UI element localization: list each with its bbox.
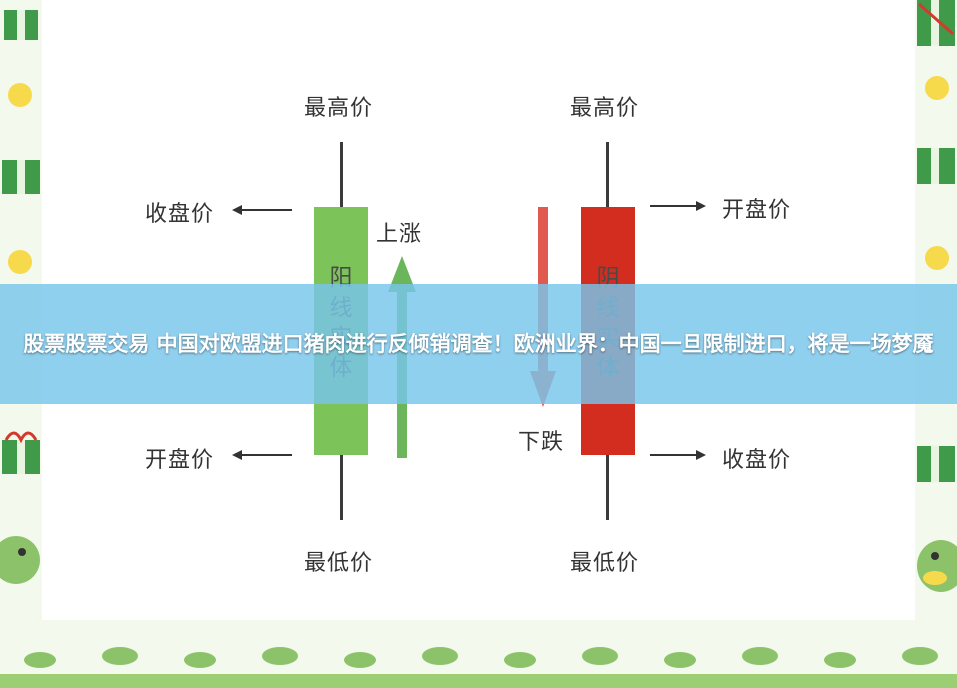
- frog-icon: [917, 540, 957, 592]
- gift-icon: [2, 431, 40, 474]
- frog-icon: [0, 536, 40, 584]
- bottom-decorative-border: [0, 620, 957, 688]
- fall-label: 下跌: [518, 430, 565, 455]
- rise-label: 上涨: [376, 222, 423, 247]
- left-open-arrow: [232, 450, 292, 460]
- gift-icon: [917, 446, 955, 482]
- right-close-arrow: [650, 450, 706, 460]
- sun-icon: [925, 246, 949, 270]
- right-upper-wick: [606, 142, 609, 207]
- right-close-label: 收盘价: [722, 448, 792, 473]
- right-low-label: 最低价: [570, 551, 640, 576]
- sprout-icon: [24, 647, 938, 668]
- sun-icon: [925, 76, 949, 100]
- right-lower-wick: [606, 455, 609, 520]
- left-open-label: 开盘价: [145, 448, 215, 473]
- gift-icon: [917, 0, 955, 46]
- right-open-arrow: [650, 201, 706, 211]
- article-title[interactable]: 股票股票交易 中国对欧盟进口猪肉进行反倾销调查！欧洲业界：中国一旦限制进口，将是…: [23, 332, 934, 356]
- sun-icon: [8, 83, 32, 107]
- gift-icon: [917, 148, 955, 184]
- left-close-label: 收盘价: [145, 202, 215, 227]
- right-open-label: 开盘价: [722, 198, 792, 223]
- title-banner: 股票股票交易 中国对欧盟进口猪肉进行反倾销调查！欧洲业界：中国一旦限制进口，将是…: [0, 284, 957, 404]
- gift-icon: [2, 160, 40, 194]
- sun-icon: [8, 250, 32, 274]
- left-low-label: 最低价: [304, 551, 374, 576]
- left-close-arrow: [232, 205, 292, 215]
- gift-icon: [4, 10, 38, 40]
- left-high-label: 最高价: [304, 96, 374, 121]
- right-high-label: 最高价: [570, 96, 640, 121]
- left-upper-wick: [340, 142, 343, 207]
- left-lower-wick: [340, 455, 343, 520]
